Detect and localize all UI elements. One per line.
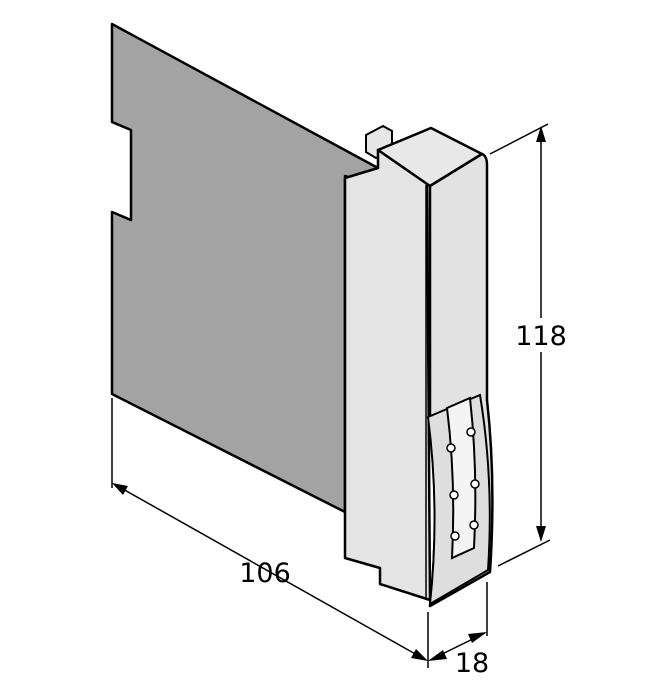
housing-side (343, 148, 432, 602)
width-dimension-label: 18 (455, 648, 489, 679)
label-bg (518, 318, 566, 352)
depth-dimension-label: 106 (239, 558, 291, 589)
connector-pins (446, 427, 480, 541)
circuit-board (110, 22, 380, 514)
dimension-arrows (112, 126, 546, 661)
height-dimension-label: 118 (515, 321, 567, 352)
